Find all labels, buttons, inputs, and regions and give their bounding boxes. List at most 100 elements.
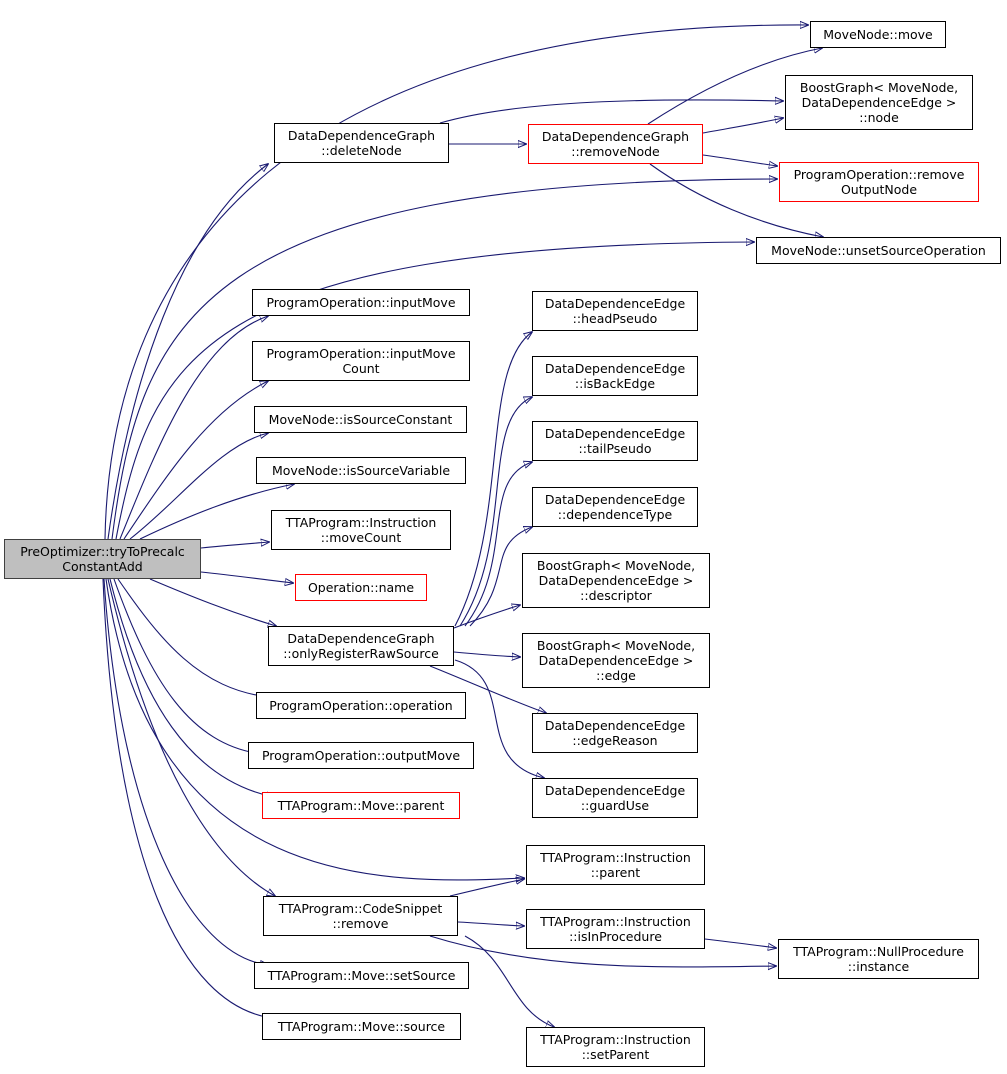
e-onlyreg-edge [453, 651, 520, 657]
node-srcconst[interactable]: MoveNode::isSourceConstant [254, 406, 467, 433]
node-instparent[interactable]: TTAProgram::Instruction::parent [526, 845, 705, 885]
node-label-line: ProgramOperation::outputMove [261, 748, 461, 763]
node-label-line: ProgramOperation::inputMove [266, 346, 456, 361]
node-label-line: ProgramOperation::remove [793, 167, 965, 182]
node-label-line: TTAProgram::Move::parent [277, 798, 445, 813]
node-label-line: BoostGraph< MoveNode, [536, 558, 696, 573]
node-label-line: TTAProgram::CodeSnippet [278, 901, 443, 916]
node-label-line: DataDependenceGraph [287, 631, 435, 646]
node-label-line: DataDependenceEdge > [538, 653, 694, 668]
node-label-line: TTAProgram::NullProcedure [793, 944, 964, 959]
node-label-line: TTAProgram::Move::setSource [267, 968, 456, 983]
e-isinproc-nullproc [704, 938, 776, 948]
node-edgereason[interactable]: DataDependenceEdge::edgeReason [532, 713, 698, 753]
node-label-line: ::headPseudo [572, 311, 658, 326]
node-label-line: DataDependenceGraph [287, 128, 436, 143]
e-root-inmovec [123, 381, 268, 540]
e-remnode-unset [649, 163, 823, 237]
node-label-line: MoveNode::isSourceConstant [268, 412, 453, 427]
node-label-line: DataDependenceEdge [544, 426, 686, 441]
node-label-line: ::instance [847, 959, 910, 974]
e-root-unset [115, 242, 754, 540]
e-root-oper [117, 578, 270, 697]
node-label-line: PreOptimizer::tryToPrecalc [20, 544, 185, 559]
node-label-line: MoveNode::move [823, 27, 933, 42]
node-label-line: Operation::name [307, 580, 415, 595]
node-movecount[interactable]: TTAProgram::Instruction::moveCount [271, 510, 451, 550]
node-label-line: DataDependenceEdge [544, 361, 686, 376]
node-label-line: ::isInProcedure [569, 929, 662, 944]
e-onlyreg-isback [459, 397, 532, 627]
node-isinproc[interactable]: TTAProgram::Instruction::isInProcedure [526, 909, 705, 949]
node-label-line: ::edge [596, 668, 636, 683]
e-root-csremove [107, 578, 275, 896]
node-guarduse[interactable]: DataDependenceEdge::guardUse [532, 778, 698, 818]
node-isback[interactable]: DataDependenceEdge::isBackEdge [532, 356, 698, 396]
node-label-line: ::remove [332, 916, 389, 931]
node-remnode[interactable]: DataDependenceGraph::removeNode [528, 124, 703, 164]
e-root-delnode [107, 164, 268, 540]
node-outmove[interactable]: ProgramOperation::outputMove [248, 742, 474, 769]
node-label-line: BoostGraph< MoveNode, [536, 638, 696, 653]
node-deptype[interactable]: DataDependenceEdge::dependenceType [532, 487, 698, 527]
e-onlyreg-edgereason [429, 665, 546, 713]
node-label-line: OutputNode [840, 182, 918, 197]
node-label-line: ::setParent [581, 1047, 650, 1062]
e-remnode-remout [702, 154, 777, 166]
node-label-line: ::tailPseudo [578, 441, 652, 456]
node-setsrc[interactable]: TTAProgram::Move::setSource [254, 962, 469, 989]
node-label-line: Count [342, 361, 380, 376]
node-oper[interactable]: ProgramOperation::operation [256, 692, 466, 719]
node-label-line: ProgramOperation::operation [269, 698, 453, 713]
e-onlyreg-deptype [469, 527, 532, 627]
node-label-line: DataDependenceEdge > [801, 95, 957, 110]
node-label-line: ::isBackEdge [574, 376, 656, 391]
e-csremove-nullproc [429, 935, 776, 967]
node-delnode[interactable]: DataDependenceGraph::deleteNode [274, 123, 449, 163]
node-label-line: TTAProgram::Instruction [285, 515, 437, 530]
node-label-line: ::parent [590, 865, 641, 880]
node-bgnode[interactable]: BoostGraph< MoveNode,DataDependenceEdge … [785, 75, 973, 130]
e-remnode-move [647, 48, 822, 125]
e-root-inmove [119, 316, 268, 540]
node-label-line: DataDependenceGraph [541, 129, 690, 144]
node-edge[interactable]: BoostGraph< MoveNode,DataDependenceEdge … [522, 633, 710, 688]
node-label-line: ::onlyRegisterRawSource [283, 646, 439, 661]
node-label-line: ProgramOperation::inputMove [266, 295, 456, 310]
e-root-srcvar [139, 484, 294, 540]
node-label-line: ConstantAdd [62, 559, 143, 574]
node-srcvar[interactable]: MoveNode::isSourceVariable [256, 457, 466, 484]
node-setparent[interactable]: TTAProgram::Instruction::setParent [526, 1027, 705, 1067]
node-source[interactable]: TTAProgram::Move::source [262, 1013, 461, 1040]
e-root-setsrc [103, 578, 268, 965]
e-remnode-bgnode [702, 118, 783, 134]
node-desc[interactable]: BoostGraph< MoveNode,DataDependenceEdge … [522, 553, 710, 608]
node-label-line: DataDependenceEdge [544, 296, 686, 311]
node-label-line: DataDependenceEdge > [538, 573, 694, 588]
e-root-mvparent [109, 578, 274, 797]
node-label-line: TTAProgram::Instruction [540, 850, 691, 865]
node-mvparent[interactable]: TTAProgram::Move::parent [262, 792, 460, 819]
e-onlyreg-desc [453, 605, 520, 629]
node-move[interactable]: MoveNode::move [810, 21, 946, 48]
node-headp[interactable]: DataDependenceEdge::headPseudo [532, 291, 698, 331]
node-csremove[interactable]: TTAProgram::CodeSnippet::remove [263, 896, 458, 936]
e-csremove-setparent [464, 935, 554, 1027]
node-inmove[interactable]: ProgramOperation::inputMove [252, 289, 470, 316]
node-label-line: ::edgeReason [572, 733, 658, 748]
node-unset[interactable]: MoveNode::unsetSourceOperation [756, 237, 1001, 264]
node-label-line: BoostGraph< MoveNode, [799, 80, 959, 95]
node-tailp[interactable]: DataDependenceEdge::tailPseudo [532, 421, 698, 461]
e-delnode-bgnode [439, 100, 783, 124]
e-onlyreg-headp [454, 332, 532, 627]
node-label-line: TTAProgram::Instruction [540, 1032, 691, 1047]
node-nullproc[interactable]: TTAProgram::NullProcedure::instance [778, 939, 979, 979]
node-onlyreg[interactable]: DataDependenceGraph::onlyRegisterRawSour… [268, 626, 454, 666]
node-opname[interactable]: Operation::name [295, 574, 427, 601]
node-label-line: ::node [859, 110, 899, 125]
node-label-line: ::guardUse [580, 798, 650, 813]
node-label-line: DataDependenceEdge [544, 718, 686, 733]
